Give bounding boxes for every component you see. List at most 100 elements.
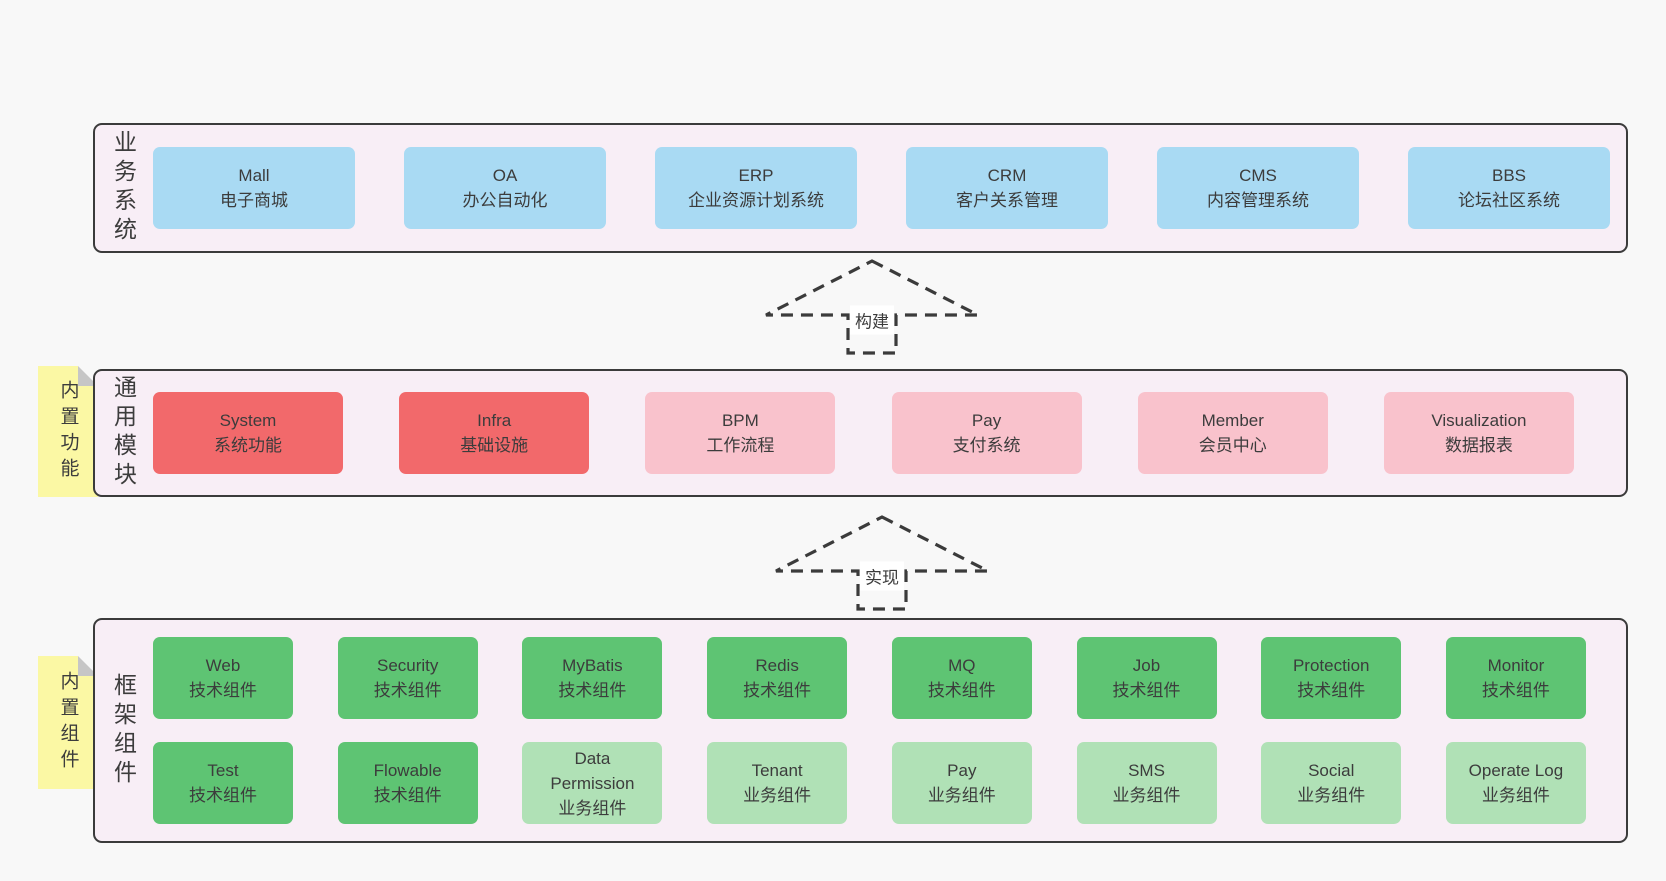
box-subtitle: 企业资源计划系统: [688, 191, 824, 210]
box-mq: MQ 技术组件: [891, 637, 1032, 719]
box-title: OA: [492, 166, 518, 185]
implement-arrow: 实现: [770, 513, 994, 613]
box-title: Pay: [947, 761, 977, 780]
box-flowable: Flowable 技术组件: [337, 742, 478, 824]
box-protection: Protection 技术组件: [1261, 637, 1402, 719]
box-erp: ERP 企业资源计划系统: [655, 147, 857, 229]
up-arrow-icon: [775, 515, 989, 611]
box-title: Pay: [971, 411, 1002, 430]
box-data-permission: Data Permission 业务组件: [522, 742, 663, 824]
box-subtitle: 办公自动化: [462, 191, 548, 210]
box-subtitle: 业务组件: [927, 786, 996, 805]
box-pay-business: Pay 业务组件: [891, 742, 1032, 824]
box-title: Protection: [1292, 656, 1370, 675]
box-monitor: Monitor 技术组件: [1445, 637, 1586, 719]
box-subtitle: 内容管理系统: [1207, 191, 1309, 210]
box-member: Member 会员中心: [1137, 392, 1328, 474]
box-subtitle: 业务组件: [743, 786, 812, 805]
box-title: BBS: [1491, 166, 1527, 185]
box-title: Data Permission: [550, 748, 635, 793]
section-framework-components: 框架组件 Web 技术组件 Security 技术组件 MyBatis 技术组件…: [93, 618, 1628, 843]
box-subtitle: 技术组件: [373, 681, 442, 700]
box-subtitle: 系统功能: [214, 436, 282, 455]
box-subtitle: 工作流程: [706, 436, 775, 455]
box-system: System 系统功能: [153, 392, 343, 474]
box-title: Operate Log: [1468, 761, 1564, 780]
section-business-systems: 业务系统 Mall 电子商城 OA 办公自动化 ERP 企业资源计划系统 CRM…: [93, 123, 1628, 253]
box-title: Flowable: [373, 761, 442, 780]
box-mall: Mall 电子商城: [153, 147, 355, 229]
box-title: Test: [207, 761, 239, 780]
box-title: MQ: [948, 656, 976, 675]
section-label-business-systems: 业务系统: [110, 130, 137, 246]
box-subtitle: 业务组件: [1481, 786, 1550, 805]
box-cms: CMS 内容管理系统: [1157, 147, 1359, 229]
box-subtitle: 技术组件: [558, 681, 627, 700]
box-subtitle: 技术组件: [373, 786, 442, 805]
box-subtitle: 技术组件: [189, 786, 257, 805]
sticky-note-label: 内置功能: [57, 379, 79, 484]
box-pay: Pay 支付系统: [891, 392, 1082, 474]
box-tenant: Tenant 业务组件: [707, 742, 848, 824]
box-subtitle: 技术组件: [927, 681, 996, 700]
arrow-label: 构建: [850, 305, 894, 335]
box-subtitle: 业务组件: [1112, 786, 1181, 805]
box-redis: Redis 技术组件: [707, 637, 848, 719]
sticky-note-label: 内置组件: [57, 670, 79, 775]
box-title: Infra: [477, 411, 512, 430]
arrow-label: 实现: [860, 561, 904, 591]
box-title: Web: [205, 656, 241, 675]
box-title: Tenant: [751, 761, 803, 780]
box-title: Monitor: [1487, 656, 1545, 675]
box-subtitle: 技术组件: [743, 681, 812, 700]
box-operate-log: Operate Log 业务组件: [1445, 742, 1586, 824]
sticky-note-built-in-features: 内置功能: [38, 366, 98, 497]
box-subtitle: 业务组件: [558, 798, 627, 818]
box-test: Test 技术组件: [153, 742, 293, 824]
box-title: Member: [1201, 411, 1264, 430]
box-subtitle: 客户关系管理: [956, 191, 1058, 210]
box-subtitle: 数据报表: [1444, 436, 1513, 455]
box-infra: Infra 基础设施: [399, 392, 590, 474]
box-subtitle: 技术组件: [1481, 681, 1550, 700]
box-title: MyBatis: [562, 656, 623, 675]
box-job: Job 技术组件: [1076, 637, 1217, 719]
box-title: Security: [376, 656, 439, 675]
box-subtitle: 技术组件: [1297, 681, 1366, 700]
box-subtitle: 基础设施: [460, 436, 529, 455]
box-title: System: [219, 411, 277, 430]
box-subtitle: 论坛社区系统: [1458, 191, 1560, 210]
box-subtitle: 电子商城: [220, 191, 288, 210]
section-label-framework-components: 框架组件: [110, 672, 137, 789]
box-subtitle: 支付系统: [952, 436, 1021, 455]
box-title: Job: [1132, 656, 1161, 675]
section-common-modules: 通用模块 System 系统功能 Infra 基础设施 BPM 工作流程 Pay…: [93, 369, 1628, 497]
box-title: CMS: [1239, 166, 1277, 185]
box-title: CRM: [987, 166, 1027, 185]
box-mybatis: MyBatis 技术组件: [522, 637, 663, 719]
box-subtitle: 业务组件: [1297, 786, 1366, 805]
box-social: Social 业务组件: [1261, 742, 1402, 824]
box-subtitle: 会员中心: [1198, 436, 1267, 455]
box-title: BPM: [721, 411, 759, 430]
box-title: Redis: [755, 656, 799, 675]
box-bpm: BPM 工作流程: [645, 392, 836, 474]
box-title: SMS: [1128, 761, 1165, 780]
up-arrow-icon: [765, 259, 979, 355]
box-title: ERP: [738, 166, 774, 185]
box-crm: CRM 客户关系管理: [906, 147, 1108, 229]
box-sms: SMS 业务组件: [1076, 742, 1217, 824]
build-arrow: 构建: [760, 257, 984, 357]
box-title: Visualization: [1431, 411, 1527, 430]
box-oa: OA 办公自动化: [404, 147, 606, 229]
box-subtitle: 技术组件: [1112, 681, 1181, 700]
box-subtitle: 技术组件: [189, 681, 257, 700]
section-label-common-modules: 通用模块: [110, 375, 137, 491]
box-title: Mall: [238, 166, 270, 185]
box-title: Social: [1308, 761, 1355, 780]
box-web: Web 技术组件: [153, 637, 293, 719]
box-security: Security 技术组件: [337, 637, 478, 719]
sticky-note-built-in-components: 内置组件: [38, 656, 98, 789]
box-bbs: BBS 论坛社区系统: [1408, 147, 1610, 229]
